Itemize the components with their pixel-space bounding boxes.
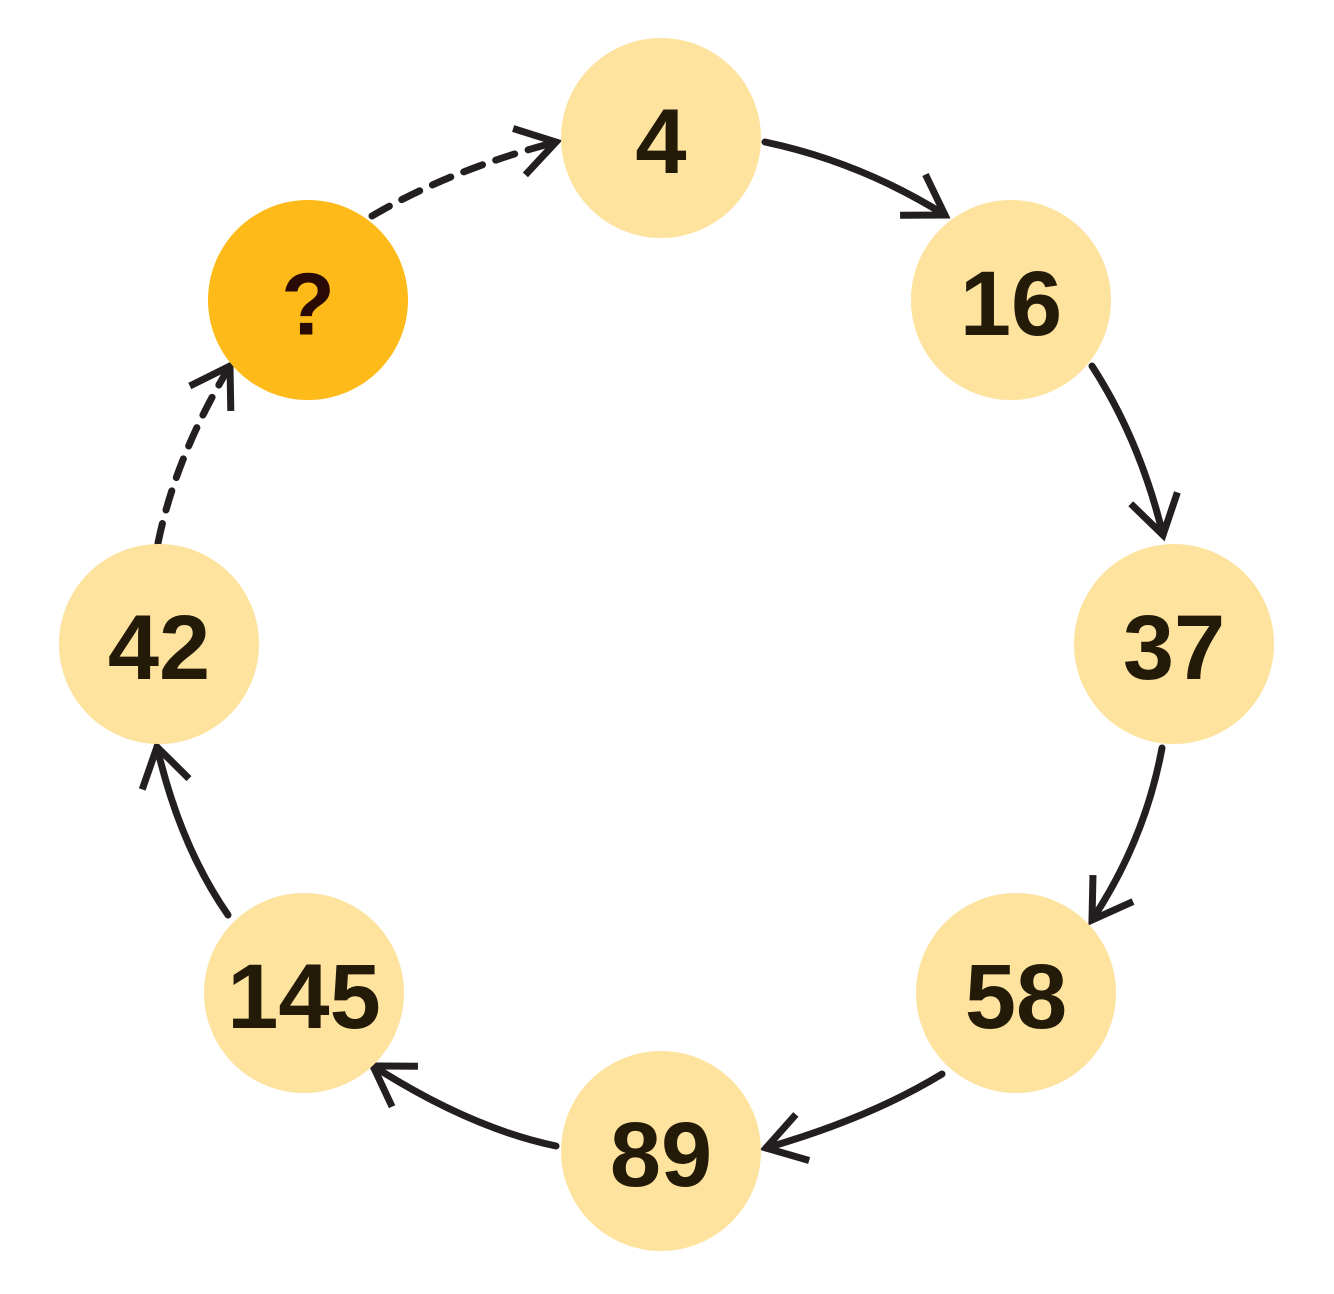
arrowhead-icon [188, 360, 235, 412]
edges-layer [138, 125, 1181, 1164]
node-label: 16 [960, 253, 1062, 355]
arrowhead-icon [512, 125, 563, 178]
arrowhead-icon [138, 740, 192, 791]
edge-58-to-89 [759, 1070, 946, 1164]
arrowhead-icon [1088, 874, 1135, 926]
edge-line [1088, 362, 1167, 539]
arrowhead-icon [367, 1062, 418, 1109]
edge-89-to-145 [367, 1062, 560, 1150]
edge-42-to-unknown [154, 360, 235, 547]
edge-4-to-16 [761, 138, 951, 219]
node-label: 145 [227, 946, 381, 1048]
arrowhead-icon [900, 173, 951, 219]
nodes-layer: 4 16 37 58 89 145 42? [59, 38, 1274, 1251]
edge-16-to-37 [1088, 362, 1181, 542]
node-16: 16 [911, 200, 1111, 400]
node-42: 42 [59, 544, 259, 744]
node-58: 58 [916, 893, 1116, 1093]
edge-unknown-to-4 [368, 125, 563, 220]
node-circle [916, 893, 1116, 1093]
node-37: 37 [1074, 544, 1274, 744]
node-label: 89 [610, 1104, 712, 1206]
node-label: 4 [635, 91, 686, 193]
edge-line [369, 1062, 560, 1150]
node-unknown: ? [208, 200, 408, 400]
edge-37-to-58 [1088, 744, 1166, 926]
node-89: 89 [561, 1051, 761, 1251]
node-circle [561, 1051, 761, 1251]
node-circle [911, 200, 1111, 400]
node-label: 37 [1123, 597, 1225, 699]
node-circle [59, 544, 259, 744]
arrowhead-icon [1128, 491, 1181, 542]
edge-line [761, 138, 949, 219]
edge-line [153, 743, 232, 919]
node-label: ? [281, 255, 335, 354]
edge-line [762, 1070, 946, 1152]
node-145: 145 [204, 893, 404, 1093]
edge-line [1088, 744, 1166, 924]
arrowhead-icon [759, 1112, 811, 1164]
node-circle [208, 200, 408, 400]
edge-line [368, 138, 560, 220]
node-label: 42 [108, 597, 210, 699]
edge-145-to-42 [138, 740, 232, 919]
node-label: 58 [965, 946, 1067, 1048]
node-circle [561, 38, 761, 238]
node-4: 4 [561, 38, 761, 238]
node-circle [204, 893, 404, 1093]
edge-line [154, 362, 234, 547]
node-circle [1074, 544, 1274, 744]
